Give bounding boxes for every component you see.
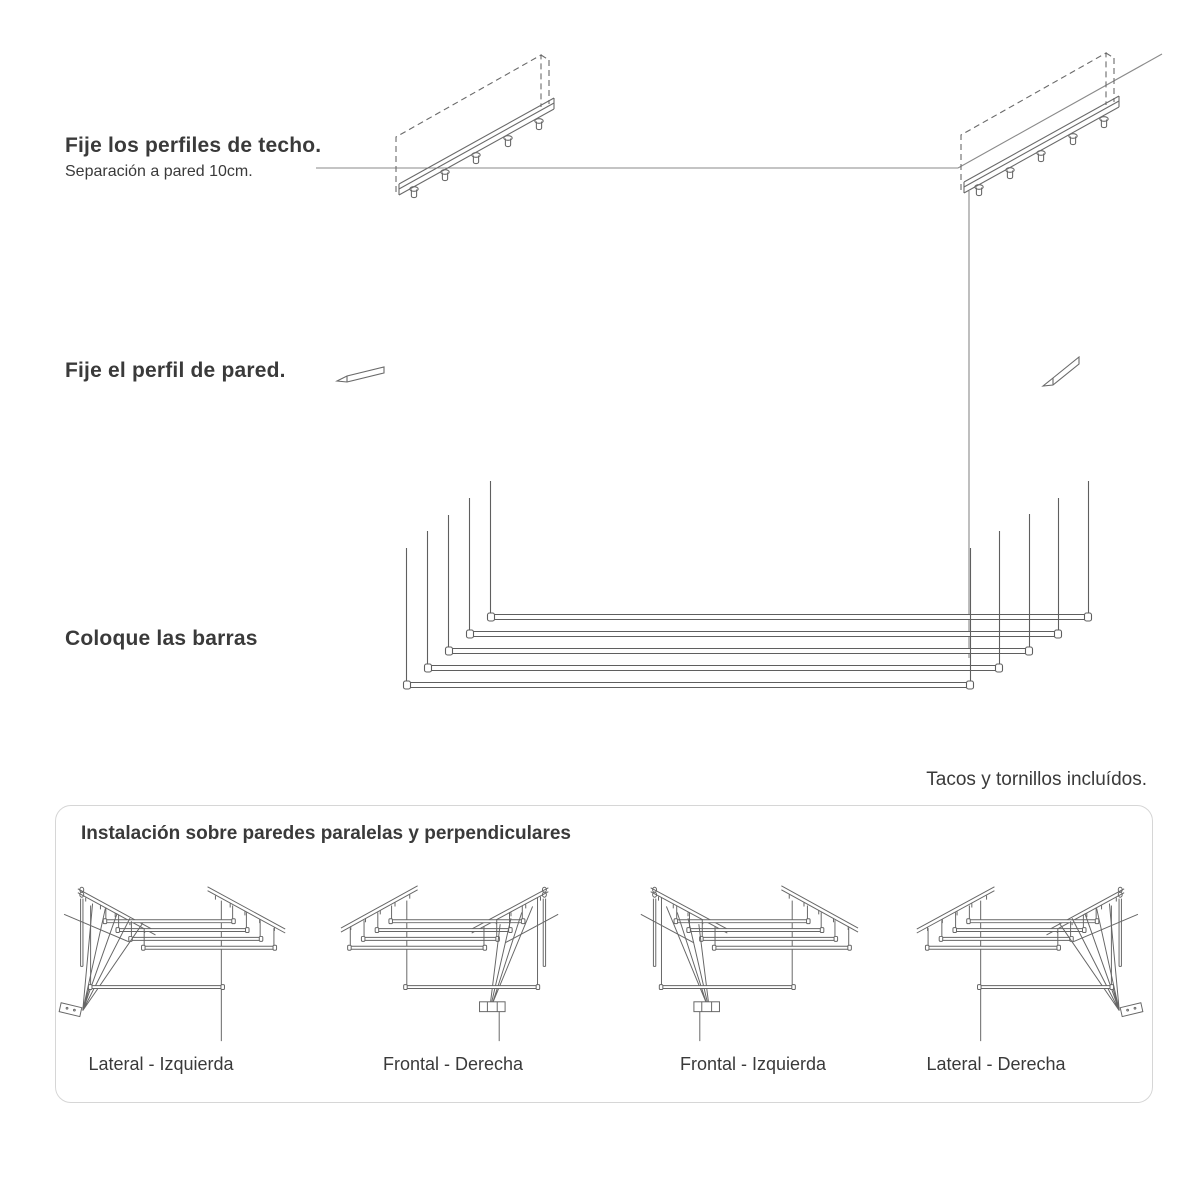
variant-figure-lateral-izquierda <box>58 886 286 1042</box>
variant-figure-frontal-izquierda <box>640 885 859 1042</box>
variant-label-lateral-izquierda: Lateral - Izquierda <box>88 1054 234 1074</box>
wall-profile-right-icon <box>1041 355 1080 387</box>
ceiling-profile-left-icon <box>396 55 554 198</box>
variant-figure-frontal-derecha <box>340 885 559 1042</box>
variant-label-frontal-izquierda: Frontal - Izquierda <box>679 1054 827 1074</box>
step3-title: Coloque las barras <box>65 627 258 650</box>
variant-figure-lateral-derecha <box>916 886 1144 1042</box>
variant-label-lateral-derecha: Lateral - Derecha <box>926 1054 1066 1074</box>
step1-subtitle: Separación a pared 10cm. <box>65 163 253 180</box>
installation-panel: Instalación sobre paredes paralelas y pe… <box>55 805 1153 1103</box>
ceiling-line <box>316 53 1163 169</box>
panel-title: Instalación sobre paredes paralelas y pe… <box>81 823 571 844</box>
variant-label-frontal-derecha: Frontal - Derecha <box>382 1054 524 1074</box>
wall-profile-left-icon <box>335 366 385 383</box>
step1-title: Fije los perfiles de techo. <box>65 134 322 157</box>
bars-assembly <box>402 481 1093 690</box>
included-note: Tacos y tornillos incluídos. <box>926 769 1147 790</box>
ceiling-profile-right-icon <box>961 53 1119 196</box>
installation-diagram <box>316 0 1163 690</box>
step2-title: Fije el perfil de pared. <box>65 359 286 382</box>
